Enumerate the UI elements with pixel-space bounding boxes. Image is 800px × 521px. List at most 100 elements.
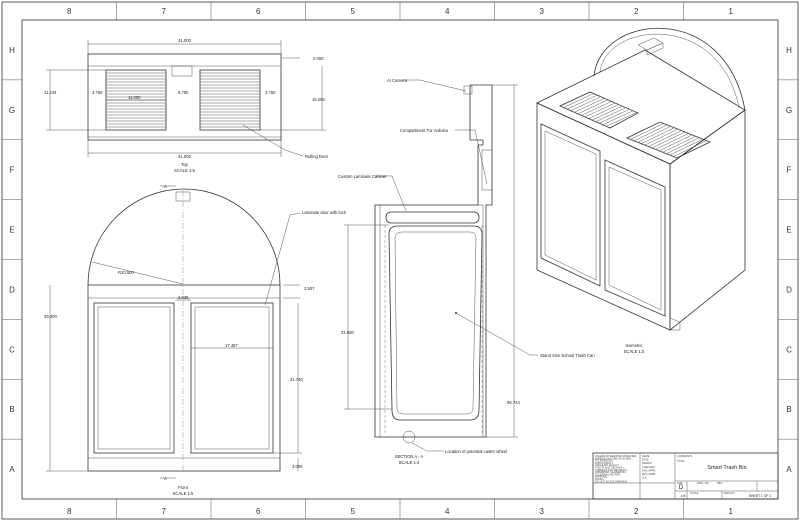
zone-row-right: H <box>786 46 792 55</box>
zone-row-left: A <box>9 465 15 474</box>
title-block-cell: Q.A. <box>642 476 647 480</box>
callout-cabinet: Custom Laminate Cabinet <box>338 174 387 179</box>
front-view: A A R20.500 3.035 2.507 17.487 39.000 31… <box>44 184 347 496</box>
zone-col-top: 6 <box>256 7 261 16</box>
zone-col-top: 8 <box>67 7 72 16</box>
zone-col-bottom: 1 <box>729 507 734 516</box>
title-block-note: THREE PLACE DECIMAL ± <box>595 468 628 472</box>
zone-col-bottom: 6 <box>256 507 261 516</box>
front-view-title: Front <box>178 485 189 490</box>
zone-row-left: C <box>9 345 15 354</box>
section-mark-bottom: A <box>164 476 167 481</box>
dim-radius: R20.500 <box>118 270 135 275</box>
callout-trash-can: Stand Size School Trash Can <box>540 353 595 358</box>
front-view-scale: SCALE 1:5 <box>173 491 194 496</box>
top-view-scale: SCALE 1:5 <box>174 168 195 173</box>
zone-row-right: E <box>786 226 791 235</box>
zone-col-bottom: 7 <box>162 507 167 516</box>
zone-row-left: E <box>9 226 14 235</box>
title-block-note: TOLERANCING PER: <box>595 472 621 476</box>
zone-col-top: 2 <box>634 7 639 16</box>
section-view-scale: SCALE 1:4 <box>399 460 420 465</box>
title-block-sheet: SHEET 1 OF 1 <box>749 494 772 498</box>
iso-view-title: Isometric <box>626 343 643 348</box>
title-block-note: TOLERANCES: <box>595 459 614 463</box>
zone-col-top: 1 <box>729 7 734 16</box>
title-block-cell: WEIGHT: <box>724 491 735 495</box>
zone-row-left: F <box>10 166 15 175</box>
section-view: 31.000 56.744 AI Camera Compartment For … <box>338 78 595 465</box>
dim-door-inner-width: 17.487 <box>225 343 238 348</box>
title-block-note: INTERPRET GEOMETRIC <box>595 470 626 474</box>
dim-base: 3.000 <box>292 464 303 469</box>
zone-col-top: 4 <box>445 7 450 16</box>
title-block-cell: MFG APPR. <box>642 472 656 476</box>
dim-top-offset: 2.000 <box>313 56 324 61</box>
title-block-cell: DRAWN <box>642 461 652 465</box>
dim-height-left: 11.234 <box>44 90 57 95</box>
zone-row-left: H <box>9 46 15 55</box>
zone-col-bottom: 5 <box>351 507 356 516</box>
zone-col-bottom: 3 <box>540 507 545 516</box>
title-block-note: UNLESS OTHERWISE SPECIFIED: <box>595 454 637 458</box>
title-block-cell: DATE <box>642 458 649 462</box>
zone-row-right: F <box>787 166 792 175</box>
title-block-cell: DWG. NO. <box>697 481 710 485</box>
title-block-size: D <box>679 485 684 491</box>
zone-row-right: D <box>786 285 792 294</box>
title-block-cell: SIZE <box>677 481 683 485</box>
callout-arduino: Compartment For Arduino <box>400 128 449 133</box>
title-block-note: FINISH <box>595 477 604 481</box>
dim-bottom-width: 41.000 <box>178 154 191 159</box>
title-block-note: DO NOT SCALE DRAWING <box>595 479 627 483</box>
title-block-cell: SCALE <box>690 491 699 495</box>
title-block: UNLESS OTHERWISE SPECIFIED:DIMENSIONS AR… <box>592 452 779 500</box>
zone-col-bottom: 8 <box>67 507 72 516</box>
zone-row-right: C <box>786 345 792 354</box>
title-block-note: DIMENSIONS ARE IN INCHES <box>595 456 631 460</box>
callout-caster: Location of potential caster wheel <box>445 449 507 454</box>
dim-gap-right: 3.750 <box>265 90 276 95</box>
dim-door-width: 11.000 <box>128 95 141 100</box>
title-block-cell: REV <box>717 481 723 485</box>
zone-col-top: 7 <box>162 7 167 16</box>
dim-top-width: 41.000 <box>178 38 191 43</box>
zone-row-left: D <box>9 285 15 294</box>
title-block-note: MATERIAL <box>595 475 608 479</box>
dim-top-small: 2.507 <box>304 286 315 291</box>
zone-row-right: A <box>786 465 792 474</box>
dim-overall-height: 39.000 <box>44 314 57 319</box>
zone-col-bottom: 2 <box>634 507 639 516</box>
zone-col-bottom: 4 <box>445 507 450 516</box>
title-block-note: TWO PLACE DECIMAL ± <box>595 466 625 470</box>
iso-view-scale: SCALE 1:5 <box>624 349 645 354</box>
callout-rolling-door: Rolling Door <box>305 154 329 159</box>
zone-col-top: 3 <box>540 7 545 16</box>
dim-gap-mid: 6.750 <box>178 90 189 95</box>
section-view-title: SECTION A - A <box>395 454 424 459</box>
dim-height-right: 16.250 <box>312 97 325 102</box>
dim-door-height: 31.740 <box>290 377 303 382</box>
top-view-title: Top <box>181 162 188 167</box>
title-block-cell: COMMENTS: <box>677 454 693 458</box>
zone-col-top: 5 <box>351 7 356 16</box>
title-block-note: ANGULAR: MACH ± <box>595 463 619 467</box>
title-block-scale: 1:8 <box>681 494 686 498</box>
top-view: 41.000 2.000 11.234 16.250 3.750 11.000 … <box>44 38 329 173</box>
zone-row-left: G <box>9 106 15 115</box>
dim-center-gap: 3.035 <box>178 295 189 300</box>
zone-row-left: B <box>9 405 14 414</box>
dim-can-height: 31.000 <box>341 330 354 335</box>
section-mark-top: A <box>164 184 167 189</box>
zone-row-right: G <box>786 106 792 115</box>
dim-gap-left: 3.750 <box>92 90 103 95</box>
zone-row-right: B <box>786 405 791 414</box>
dim-section-height: 56.744 <box>507 400 520 405</box>
title-block-name: Smart Trash Bin <box>707 465 746 471</box>
callout-ai-camera: AI Camera <box>387 78 408 83</box>
callout-laminate-door: Laminate door with lock <box>302 210 347 215</box>
title-block-cell: CHECKED <box>642 465 655 469</box>
